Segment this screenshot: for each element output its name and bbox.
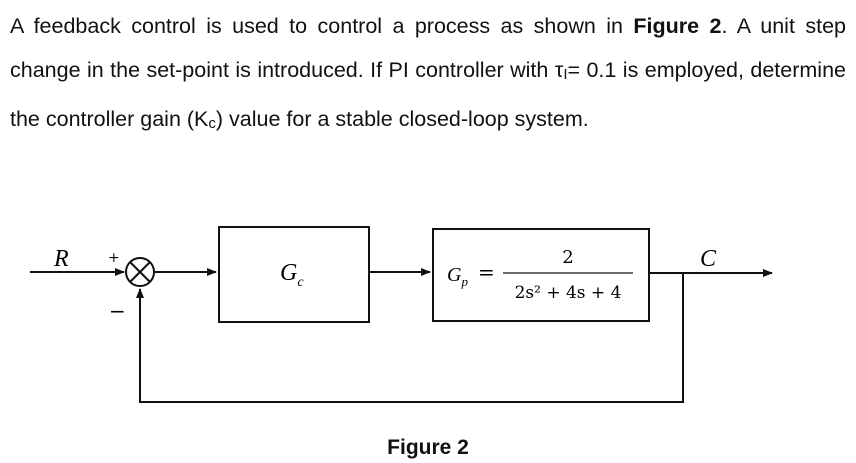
tau-symbol: τ xyxy=(554,58,564,82)
process-block xyxy=(432,228,650,322)
transfer-numerator: 2 xyxy=(562,247,573,268)
controller-label: Gc xyxy=(280,260,304,290)
figure-caption: Figure 2 xyxy=(387,436,469,459)
transfer-denominator: 2s² + 4s + 4 xyxy=(515,283,622,303)
figure-reference: Figure 2 xyxy=(633,14,722,38)
controller-block xyxy=(218,226,370,323)
process-equals: = xyxy=(478,260,495,284)
problem-text-1: A feedback control is used to control a … xyxy=(10,14,634,38)
process-label: Gp xyxy=(447,264,468,289)
kc-subscript: c xyxy=(208,115,216,132)
input-label-r: R xyxy=(53,246,69,272)
output-label-c: C xyxy=(700,246,717,272)
feedback-path xyxy=(136,273,684,403)
summing-junction xyxy=(125,257,155,287)
problem-text-4: ) value for a stable closed-loop system. xyxy=(215,107,589,131)
problem-text-3: = 0.1 is employed, determine the control… xyxy=(10,58,846,131)
problem-text-2: . A unit step change in the set-point is… xyxy=(10,14,846,82)
tau-subscript: I xyxy=(563,66,568,83)
problem-statement: A feedback control is used to control a … xyxy=(10,4,846,146)
minus-sign: − xyxy=(109,299,126,323)
plus-sign: + xyxy=(108,250,120,266)
